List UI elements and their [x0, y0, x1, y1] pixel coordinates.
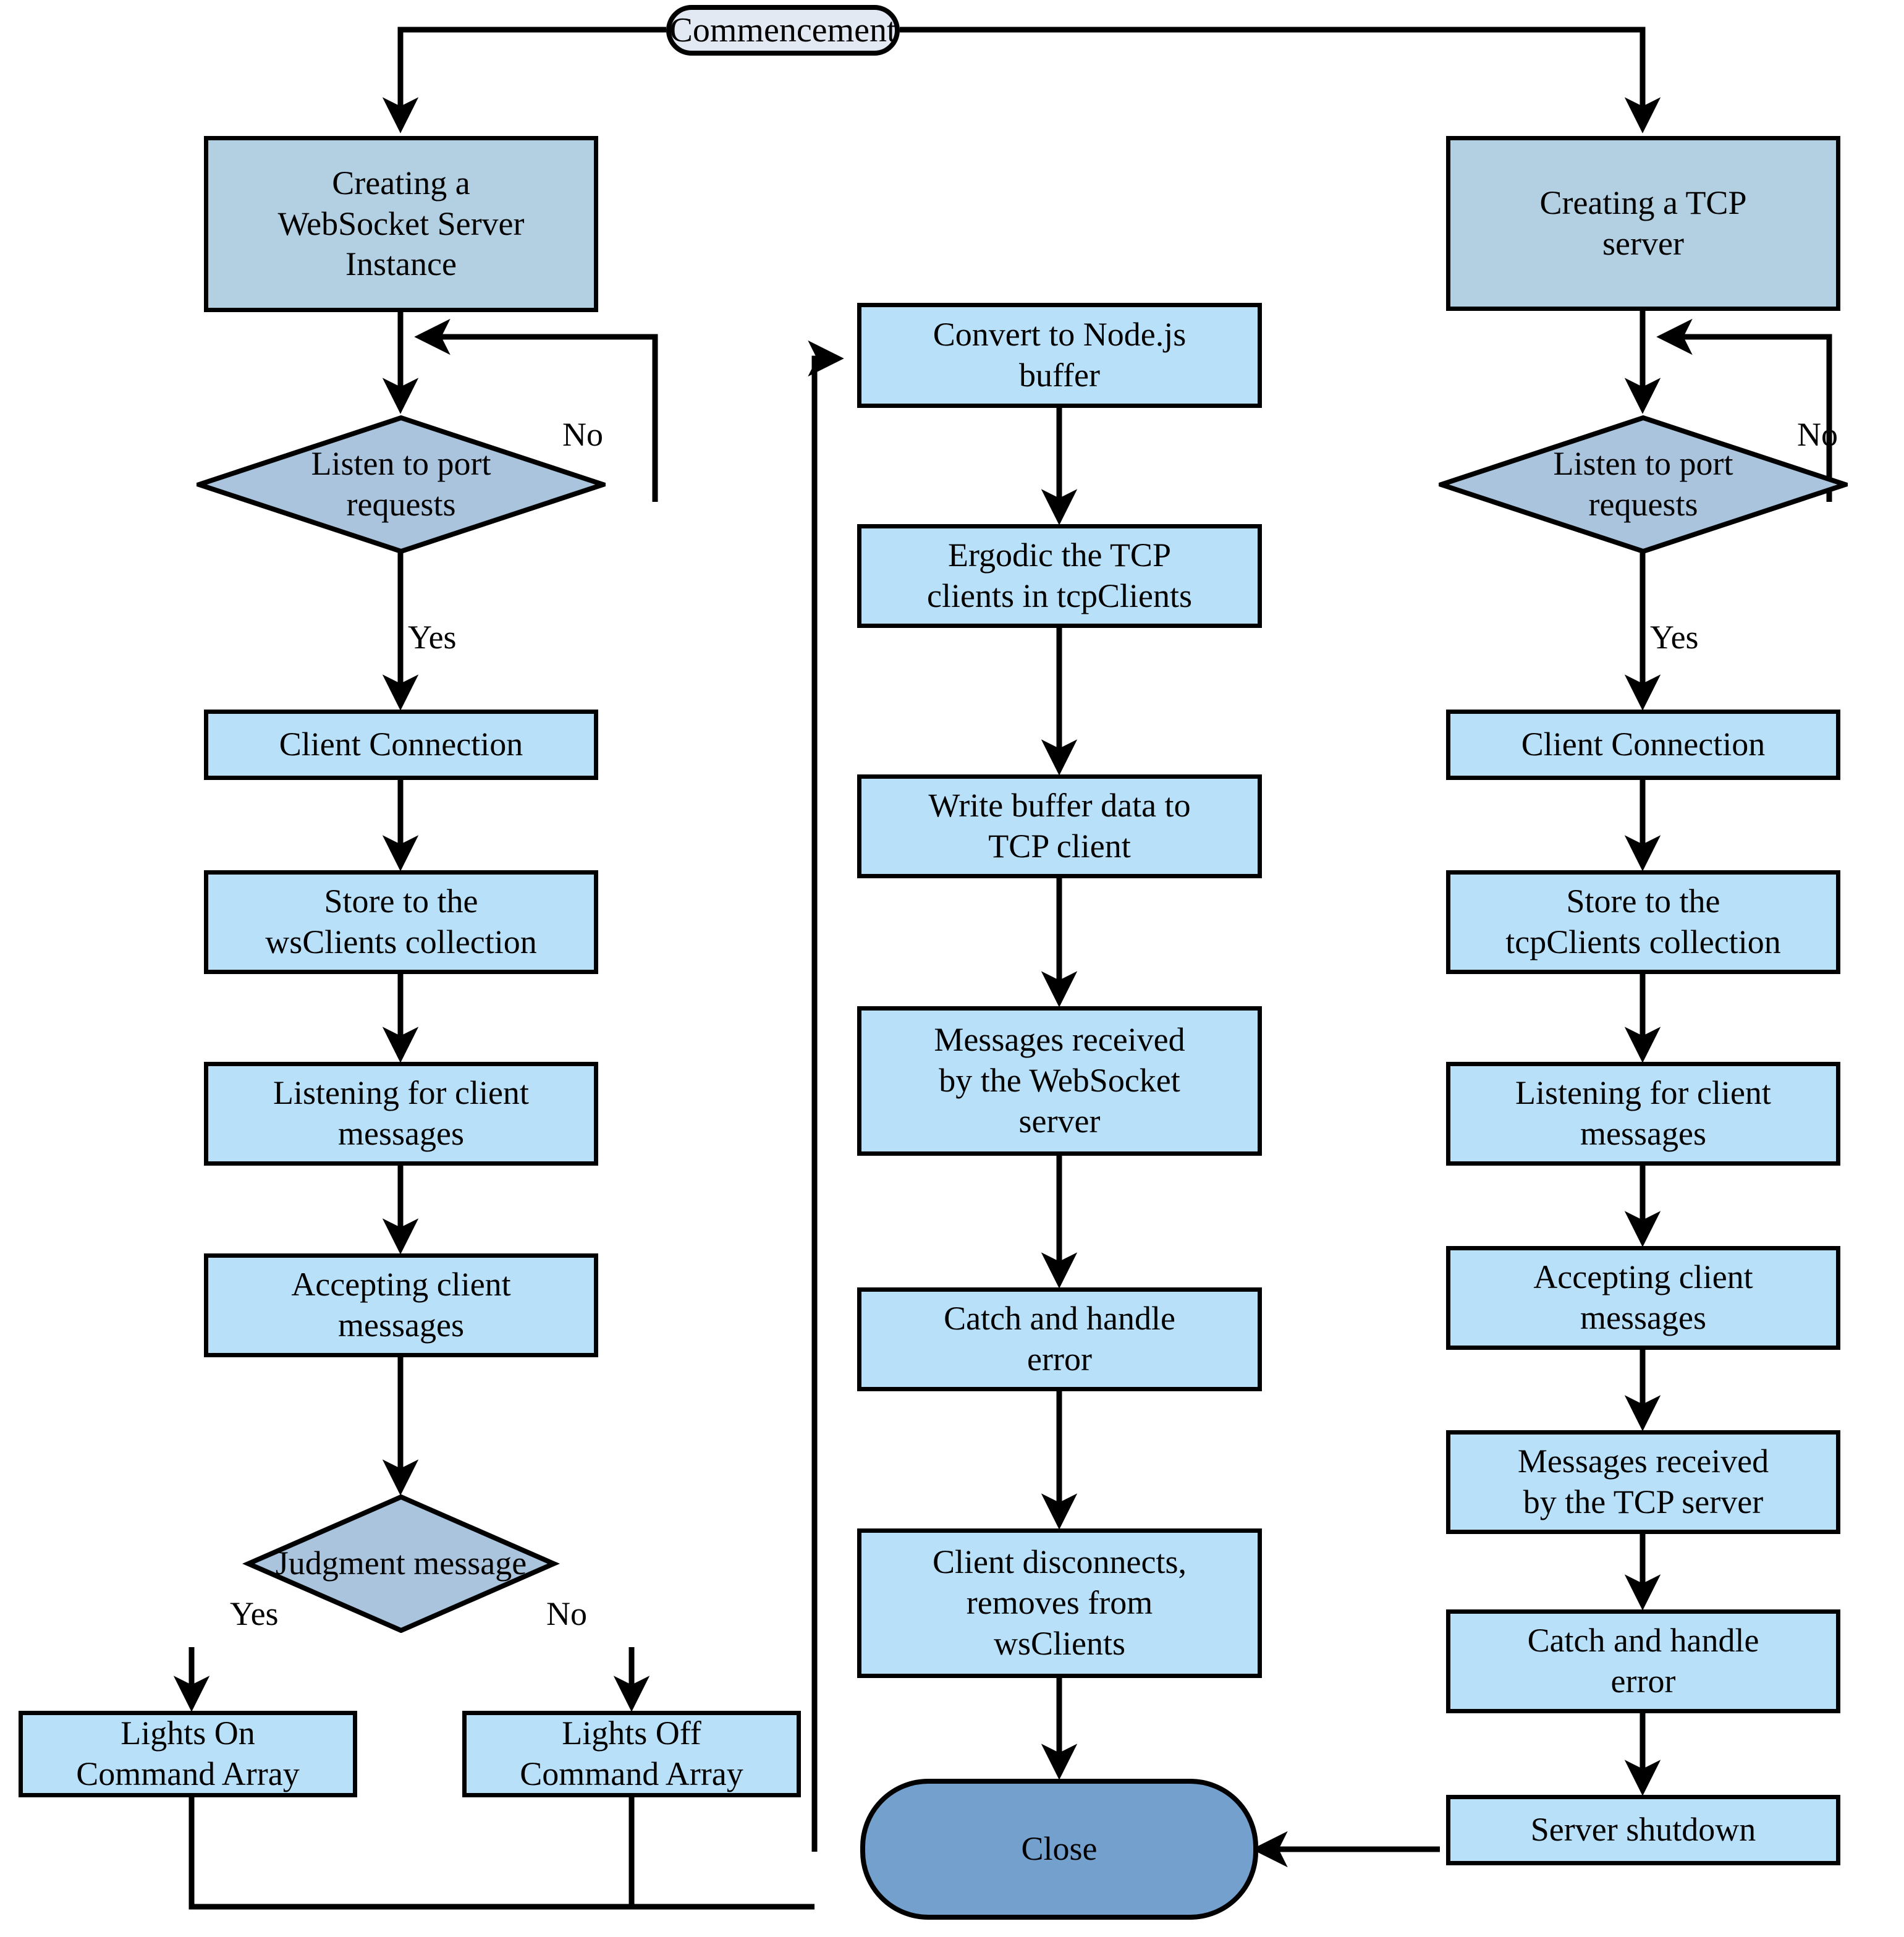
edge-start-to-tcp-create [900, 27, 1661, 134]
edge-label-tcp-listen-yes: Yes [1650, 618, 1699, 656]
node-tcp-shutdown[interactable]: Server shutdown [1446, 1795, 1840, 1865]
node-ws-accepting[interactable]: Accepting client messages [204, 1253, 598, 1357]
node-mid-convert[interactable]: Convert to Node.js buffer [857, 303, 1262, 408]
diamond-shape-icon [242, 1494, 560, 1633]
node-tcp-messages-label: Messages received by the TCP server [1517, 1443, 1769, 1520]
node-ws-lights-on[interactable]: Lights On Command Array [19, 1711, 357, 1797]
start-node-commencement[interactable]: Commencement [666, 5, 900, 56]
node-tcp-listen-decision[interactable]: Listen to port requests [1439, 415, 1848, 554]
edge-start-to-ws-create [382, 27, 666, 134]
edge-label-ws-listen-no-text: No [562, 416, 603, 453]
node-ws-listening[interactable]: Listening for client messages [204, 1062, 598, 1166]
node-mid-ergodic-label: Ergodic the TCP clients in tcpClients [927, 536, 1192, 614]
node-ws-lights-off-label: Lights Off Command Array [520, 1714, 743, 1792]
node-ws-lights-off[interactable]: Lights Off Command Array [462, 1711, 801, 1797]
node-mid-write[interactable]: Write buffer data to TCP client [857, 774, 1262, 878]
node-mid-catch[interactable]: Catch and handle error [857, 1287, 1262, 1391]
node-mid-write-label: Write buffer data to TCP client [928, 787, 1191, 865]
end-node-label: Close [1021, 1830, 1098, 1868]
node-ws-listening-label: Listening for client messages [273, 1074, 529, 1152]
edge-label-ws-judgment-no-text: No [546, 1595, 587, 1632]
node-mid-disconnect[interactable]: Client disconnects, removes from wsClien… [857, 1528, 1262, 1678]
node-tcp-client-connection[interactable]: Client Connection [1446, 710, 1840, 780]
node-tcp-catch[interactable]: Catch and handle error [1446, 1609, 1840, 1713]
node-tcp-client-connection-label: Client Connection [1521, 726, 1766, 763]
node-ws-client-connection[interactable]: Client Connection [204, 710, 598, 780]
node-ws-listen-decision[interactable]: Listen to port requests [197, 415, 606, 554]
edge-label-tcp-listen-no: No [1797, 415, 1838, 454]
edge-label-ws-listen-yes-text: Yes [408, 619, 457, 656]
edge-lights-on-rail [188, 1792, 814, 1910]
node-mid-disconnect-label: Client disconnects, removes from wsClien… [933, 1543, 1187, 1662]
node-ws-listen-label: Listen to port requests [311, 445, 491, 523]
node-tcp-messages[interactable]: Messages received by the TCP server [1446, 1430, 1840, 1534]
node-ws-create-label: Creating a WebSocket Server Instance [277, 164, 525, 283]
node-tcp-listening[interactable]: Listening for client messages [1446, 1062, 1840, 1166]
node-tcp-listen-label: Listen to port requests [1553, 445, 1733, 523]
edge-label-ws-listen-no: No [562, 415, 603, 454]
node-mid-convert-label: Convert to Node.js buffer [933, 316, 1187, 394]
node-tcp-create[interactable]: Creating a TCP server [1446, 136, 1840, 311]
node-ws-client-connection-label: Client Connection [279, 726, 523, 763]
node-ws-create[interactable]: Creating a WebSocket Server Instance [204, 136, 598, 312]
node-ws-judgment-label: Judgment message [275, 1545, 527, 1582]
edge-label-tcp-listen-no-text: No [1797, 416, 1838, 453]
node-tcp-listening-label: Listening for client messages [1515, 1074, 1771, 1152]
start-node-label: Commencement [669, 11, 897, 49]
node-mid-ergodic[interactable]: Ergodic the TCP clients in tcpClients [857, 524, 1262, 628]
edge-label-ws-listen-yes: Yes [408, 618, 457, 656]
node-mid-messages-ws-label: Messages received by the WebSocket serve… [934, 1021, 1185, 1140]
end-node-close[interactable]: Close [860, 1779, 1258, 1920]
node-tcp-shutdown-label: Server shutdown [1530, 1811, 1756, 1849]
edge-label-ws-judgment-yes: Yes [230, 1595, 279, 1633]
node-ws-store[interactable]: Store to the wsClients collection [204, 870, 598, 974]
node-tcp-create-label: Creating a TCP server [1539, 184, 1747, 262]
edge-label-ws-judgment-no: No [546, 1595, 587, 1633]
edge-label-tcp-listen-yes-text: Yes [1650, 619, 1699, 656]
node-tcp-accepting[interactable]: Accepting client messages [1446, 1246, 1840, 1350]
node-ws-store-label: Store to the wsClients collection [265, 883, 537, 960]
node-ws-accepting-label: Accepting client messages [291, 1266, 511, 1344]
node-tcp-catch-label: Catch and handle error [1527, 1622, 1759, 1700]
node-tcp-store[interactable]: Store to the tcpClients collection [1446, 870, 1840, 974]
node-tcp-store-label: Store to the tcpClients collection [1505, 883, 1781, 960]
node-ws-lights-on-label: Lights On Command Array [76, 1714, 300, 1792]
node-mid-catch-label: Catch and handle error [944, 1300, 1175, 1378]
node-ws-judgment-decision[interactable]: Judgment message [197, 1494, 606, 1633]
node-tcp-accepting-label: Accepting client messages [1533, 1258, 1753, 1336]
edge-lights-rail-to-convert [808, 340, 844, 1852]
edge-label-ws-judgment-yes-text: Yes [230, 1595, 279, 1632]
node-mid-messages-ws[interactable]: Messages received by the WebSocket serve… [857, 1006, 1262, 1156]
